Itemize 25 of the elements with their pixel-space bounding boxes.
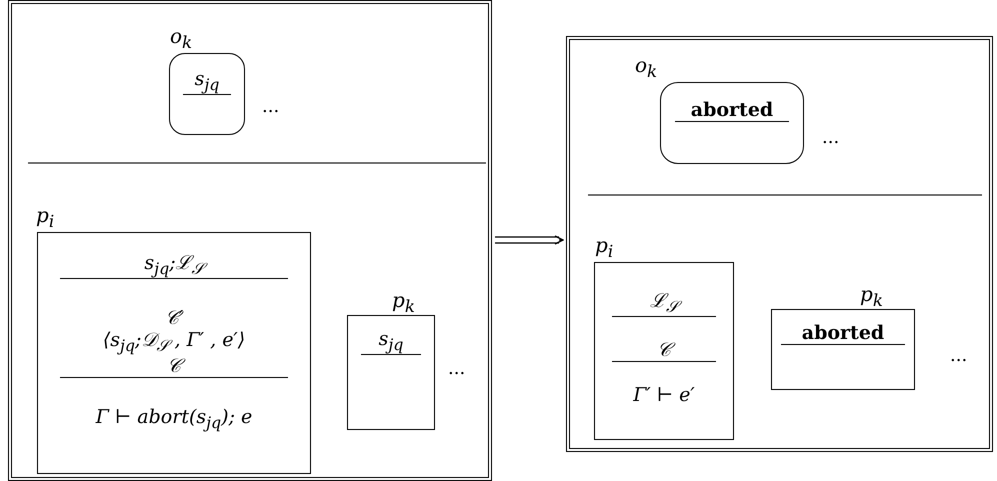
ellipsis-text: ...: [950, 345, 968, 366]
box-heading: o$_{k}$: [635, 53, 658, 81]
configuration-frame: [566, 36, 993, 452]
box-heading: p$_{k}$: [392, 288, 415, 316]
math-expression: ℒ$_{𝒮}$: [612, 287, 716, 317]
box-heading: p$_{i}$: [595, 233, 614, 261]
math-expression: 𝒞: [612, 338, 716, 362]
double-arrow: [494, 235, 564, 245]
box-heading: p$_{k}$: [860, 282, 883, 310]
math-expression: s$_{jq}$;ℒ$_{𝒮}$: [60, 249, 288, 279]
math-expression: Γ′ ⊢ e′: [632, 384, 696, 406]
configuration-frame: [8, 0, 492, 481]
ellipsis-text: ...: [262, 96, 280, 117]
math-expression: ⟨s$_{jq}$;𝒟$_{𝒮}$ , Γ′ , e′⟩: [102, 328, 246, 355]
math-expression: s$_{jq}$: [360, 328, 422, 355]
math-expression: aborted: [780, 322, 906, 345]
math-expression: aborted: [675, 99, 789, 122]
ellipsis-text: ...: [448, 358, 466, 379]
math-expression: Γ ⊢ abort(s$_{jq}$); e: [94, 406, 254, 432]
box-heading: p$_{i}$: [36, 203, 54, 231]
math-expression: 𝒞: [60, 354, 288, 378]
math-expression: 𝒞′: [164, 306, 184, 329]
math-expression: s$_{jq}$: [183, 68, 231, 95]
ellipsis-text: ...: [822, 127, 840, 148]
box-heading: o$_{k}$: [170, 24, 192, 52]
